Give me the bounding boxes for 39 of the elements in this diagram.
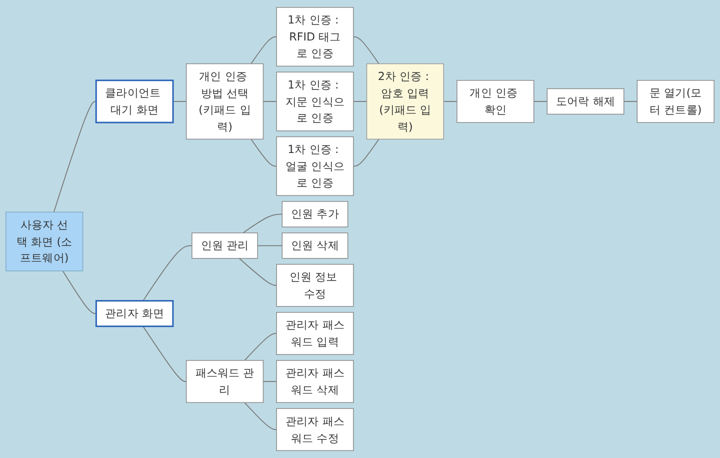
- connector: [172, 101, 187, 102]
- connector: [250, 138, 277, 167]
- connector: [53, 101, 97, 213]
- node-box: 1차 인증 : 얼굴 인식으로 인증: [276, 136, 354, 196]
- node-box: 관리자 패스워드 수정: [276, 408, 354, 451]
- node-box: 관리자 패스워드 입력: [276, 312, 354, 355]
- node-box: 개인 인증 확인: [456, 80, 534, 123]
- node-box: 패스워드 관리: [186, 360, 264, 403]
- connector: [262, 101, 277, 102]
- connector: [242, 214, 283, 234]
- connector: [533, 101, 548, 102]
- node-box: 사용자 선택 화면 (소프트웨어): [6, 212, 84, 272]
- connector: [352, 138, 380, 167]
- node-box: 2차 인증 : 암호 입력(키패드 입력): [366, 63, 444, 140]
- connector: [250, 36, 277, 64]
- connector: [142, 245, 192, 302]
- connector: [244, 402, 277, 430]
- node-box: 1차 인증 : 지문 인식으로 인증: [276, 72, 354, 132]
- node-box: 관리자 패스워드 삭제: [276, 360, 354, 403]
- node-box: 문 열기(모터 컨트롤): [636, 80, 714, 123]
- node-box: 관리자 화면: [95, 300, 174, 328]
- connector: [142, 326, 187, 382]
- node-box: 인원 관리: [192, 232, 258, 259]
- connector: [238, 258, 277, 286]
- node-box: 개인 인증 방법 선택(키패드 입력): [186, 63, 264, 140]
- connector: [623, 101, 638, 102]
- node-box: 인원 삭제: [282, 232, 348, 259]
- connector: [352, 36, 380, 64]
- connector: [262, 381, 277, 382]
- connector: [443, 101, 458, 102]
- node-box: 클라이언트 대기 화면: [95, 80, 174, 124]
- node-box: 인원 정보 수정: [276, 264, 354, 307]
- connector: [244, 333, 277, 361]
- connector: [257, 245, 283, 246]
- connector: [352, 101, 368, 102]
- node-box: 1차 인증 : RFID 태그로 인증: [276, 7, 354, 67]
- connector: [62, 270, 97, 314]
- node-box: 도어락 해제: [546, 88, 624, 115]
- node-box: 인원 추가: [282, 201, 348, 228]
